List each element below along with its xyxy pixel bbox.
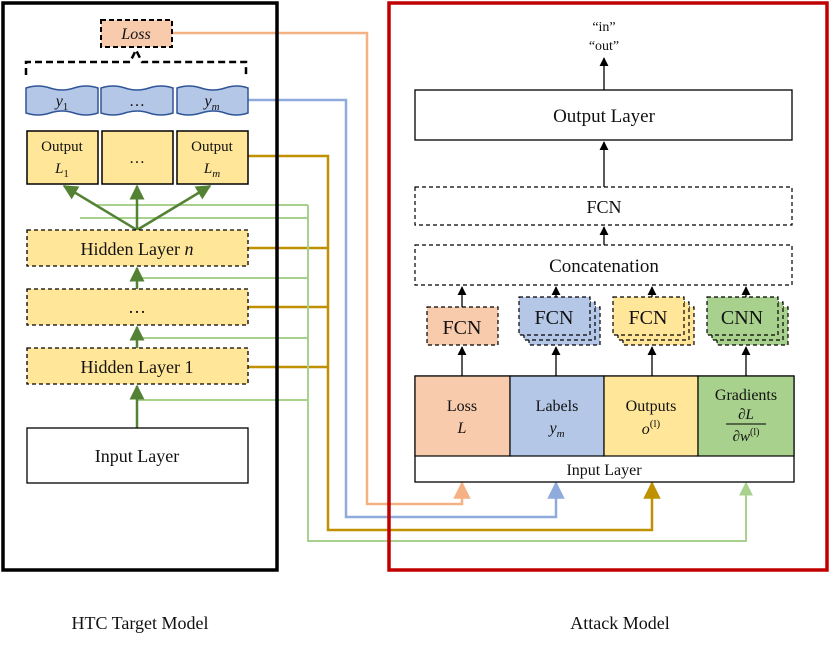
concatenation-box	[414, 244, 793, 286]
branch-fcn-labels	[518, 296, 601, 346]
input-gradients-denominator: ∂w(l)	[733, 427, 760, 445]
input-loss-var: L	[457, 420, 467, 437]
label-box-ym	[176, 85, 249, 116]
hidden-layer-1-box	[26, 347, 249, 385]
loss-box	[100, 19, 173, 48]
label-box-y1	[25, 85, 99, 116]
input-gradients-numerator: ∂L	[738, 407, 754, 423]
output-box-dots	[101, 130, 174, 185]
output-box-m	[176, 130, 249, 185]
connection-lines	[80, 31, 753, 542]
labels-connection	[248, 98, 565, 519]
input-outputs-title: Outputs	[626, 398, 677, 415]
input-to-branch-arrows	[457, 346, 751, 376]
hidden-layer-mid-label: …	[128, 297, 146, 317]
input-labels-title: Labels	[536, 398, 579, 415]
loss-connection	[172, 31, 471, 506]
branch-fcn-loss-label: FCN	[443, 317, 482, 339]
branch-fcn-loss	[426, 306, 499, 346]
input-labels-var: ym	[547, 420, 564, 440]
input-layer-label: Input Layer	[95, 446, 179, 466]
branch-to-concat-arrows	[457, 286, 751, 307]
fcn-top-label: FCN	[586, 197, 621, 217]
hidden-layer-1-label: Hidden Layer 1	[81, 357, 194, 377]
input-cell-labels	[509, 375, 605, 457]
output-layer-label: Output Layer	[553, 106, 656, 127]
attack-model-frame	[387, 1, 829, 572]
branch-fcn-outputs-label: FCN	[629, 307, 668, 329]
output-m-var: Lm	[203, 161, 220, 180]
branch-cnn-gradients-label: CNN	[721, 307, 763, 329]
hidden-layer-mid-box	[26, 288, 249, 326]
output-1-var: L1	[54, 161, 69, 180]
hidden-layer-n-box	[26, 229, 249, 267]
branch-fcn-labels-label: FCN	[535, 307, 574, 329]
output-text-out: “out”	[589, 39, 619, 54]
outputs-row: Output L1 … Output Lm	[26, 130, 249, 185]
output-layer-box	[414, 89, 793, 141]
label-box-dots	[100, 85, 174, 116]
input-cell-outputs	[603, 375, 699, 457]
input-gradients-title: Gradients	[715, 387, 777, 404]
input-outputs-var: o(l)	[642, 418, 661, 438]
output-1-title: Output	[41, 139, 84, 155]
attack-input-layer-label: Input Layer	[566, 462, 642, 479]
labels-row: y1 … ym	[25, 85, 249, 116]
gradients-connection	[80, 204, 753, 542]
branch-fcn-outputs	[612, 296, 695, 346]
branch-cnn-gradients	[706, 296, 789, 346]
concatenation-label: Concatenation	[549, 256, 659, 277]
hidden-to-output-arrows	[62, 184, 212, 232]
hidden-layer-n-label: Hidden Layer n	[81, 239, 194, 259]
output-dots: …	[129, 150, 145, 167]
input-cell-loss	[414, 375, 511, 457]
fcn-top-box	[414, 186, 793, 226]
target-model-caption: HTC Target Model	[71, 613, 208, 633]
loss-label: Loss	[120, 26, 150, 43]
label-ym: ym	[202, 93, 219, 113]
output-text-in: “in”	[592, 20, 615, 35]
outputs-connection	[248, 154, 661, 532]
label-y1: y1	[54, 93, 69, 113]
output-m-title: Output	[191, 139, 234, 155]
attack-model: “in” “out” Output Layer FCN Concatenatio…	[387, 1, 829, 572]
output-box-1	[26, 130, 99, 185]
input-loss-title: Loss	[447, 398, 477, 415]
input-cell-gradients	[697, 375, 795, 457]
target-model-frame	[1, 1, 279, 572]
attack-model-caption: Attack Model	[570, 613, 669, 633]
label-dots: …	[129, 93, 145, 110]
htc-target-model: Loss y1 … ym Output L1 … Output Lm	[1, 1, 279, 572]
input-layer-box	[26, 427, 249, 484]
labels-bracket	[24, 47, 248, 75]
